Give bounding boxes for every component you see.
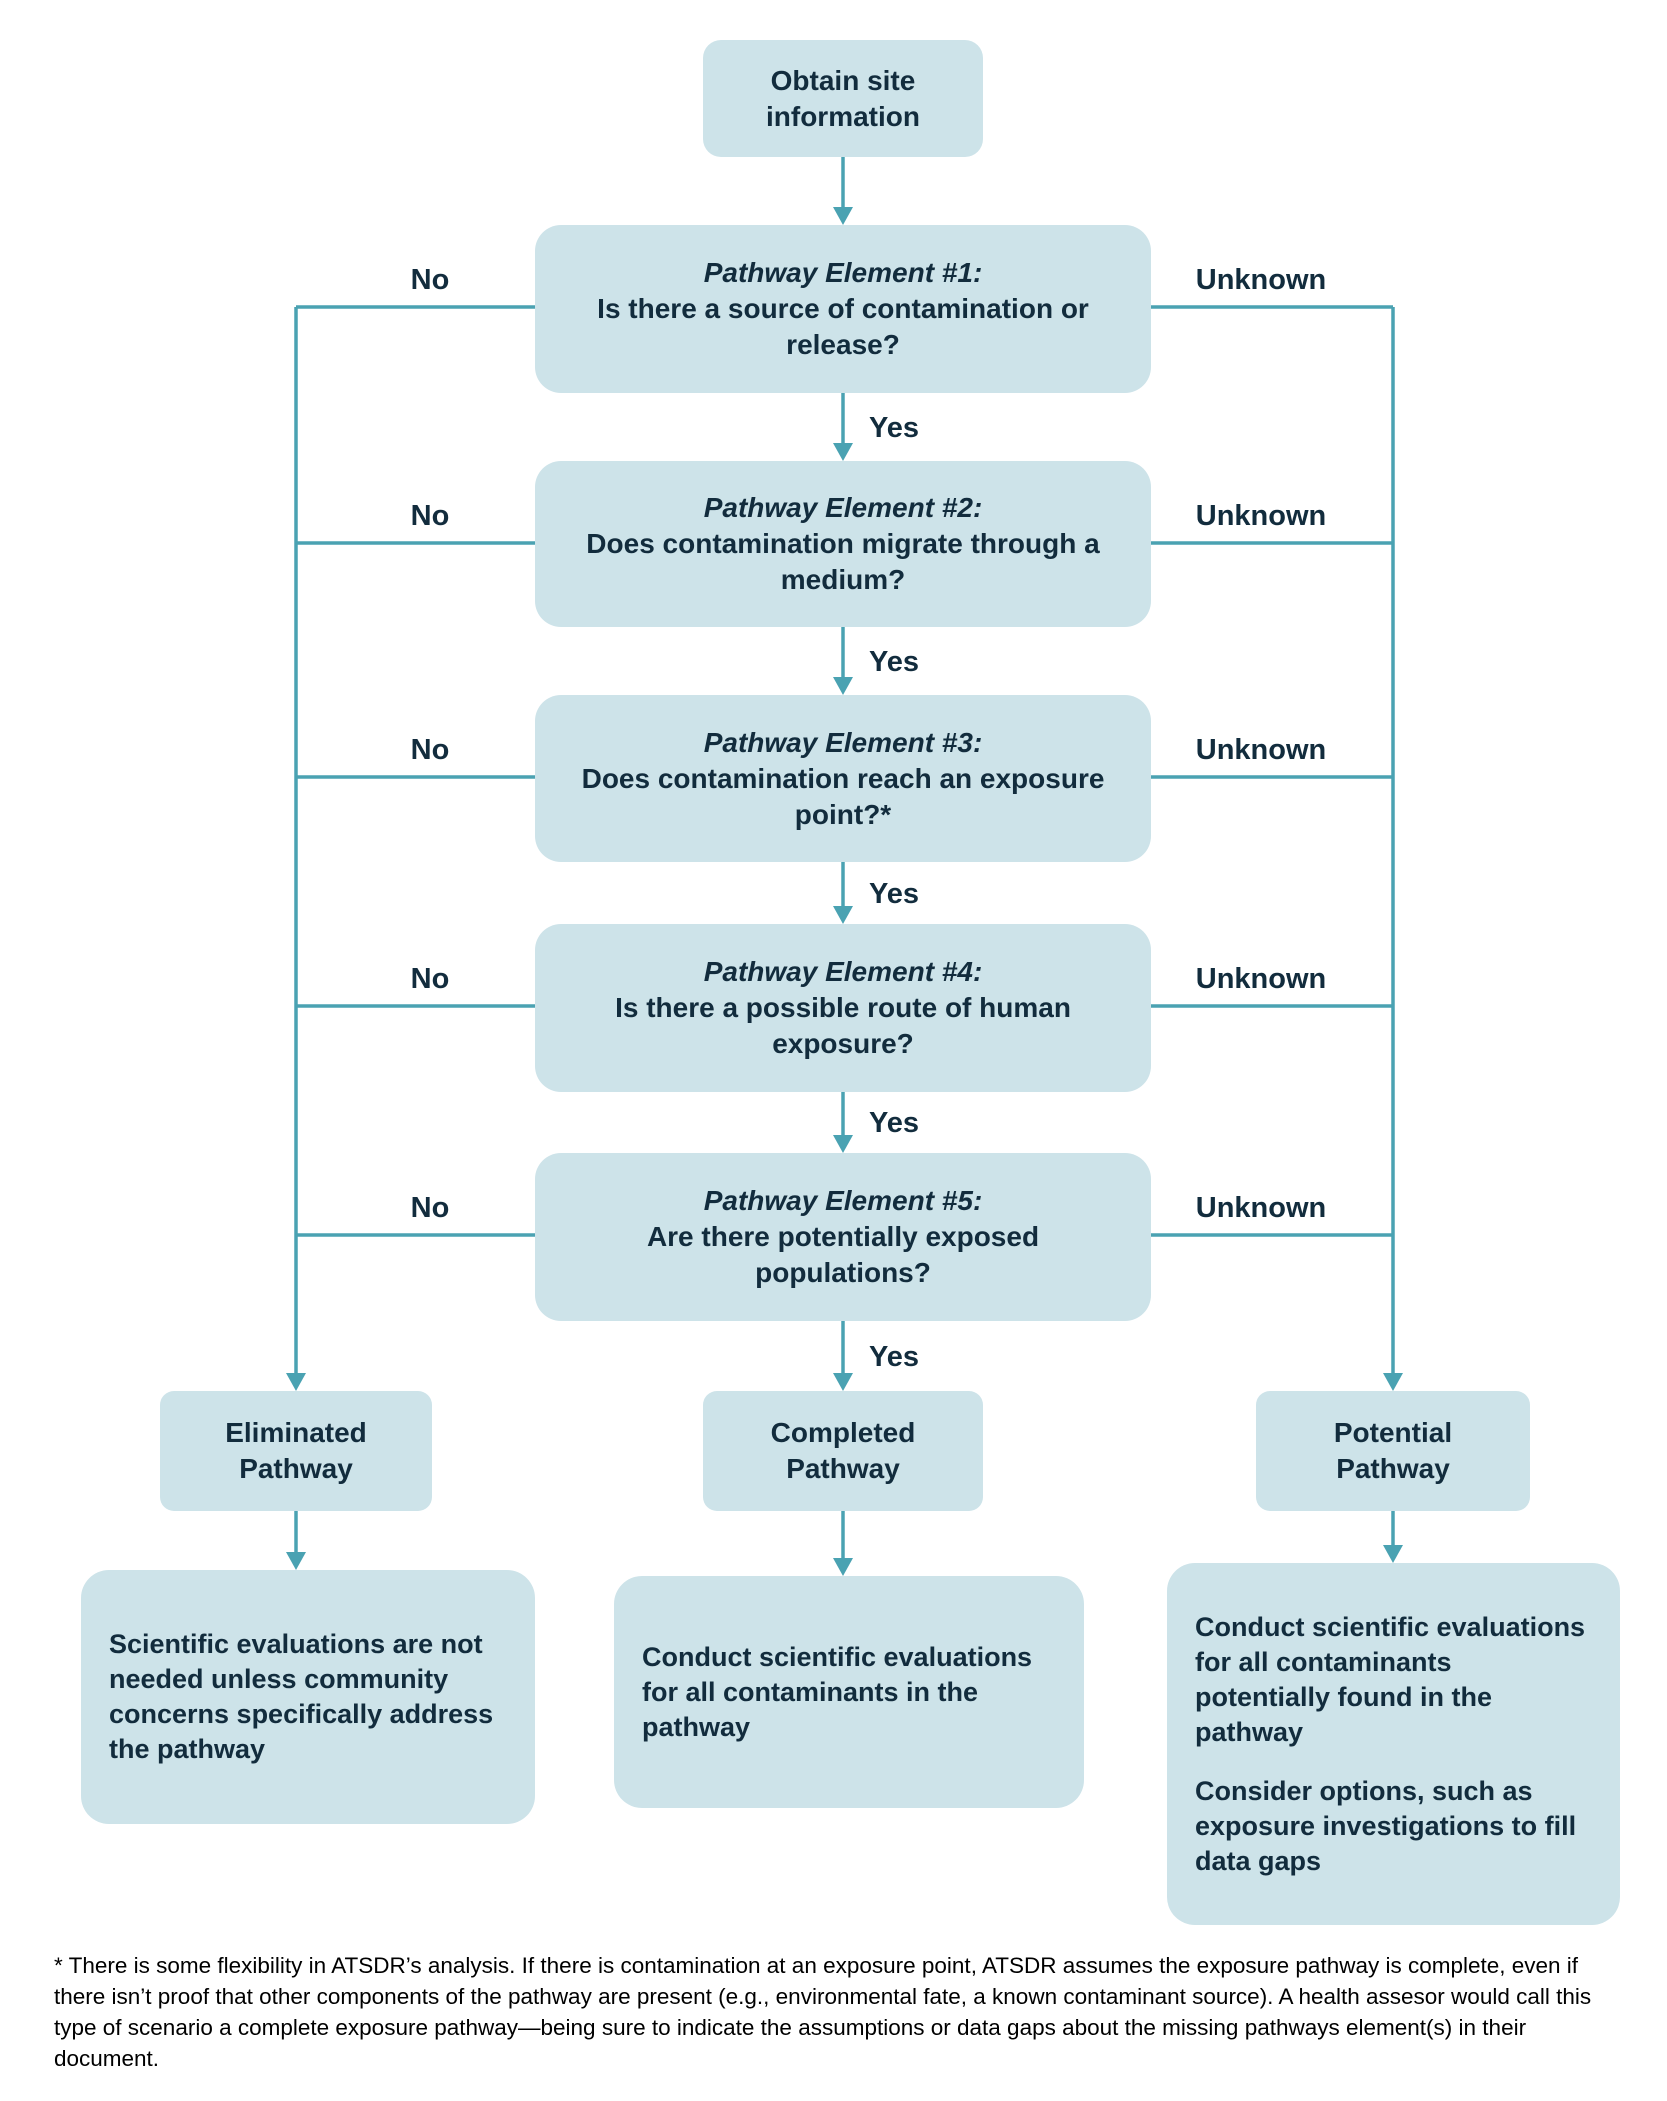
desc-completed-pathway: Conduct scientific evaluations for all c… (614, 1576, 1084, 1808)
edge-label-yes-2: Yes (869, 646, 919, 678)
edge-label-unknown-4: Unknown (1195, 963, 1327, 995)
edge-label-yes-3: Yes (869, 878, 919, 910)
edge-label-unknown-5: Unknown (1195, 1192, 1327, 1224)
edge-label-unknown-2: Unknown (1195, 500, 1327, 532)
element-question: Is there a source of contamination or re… (597, 293, 1089, 360)
edge-label-no-5: No (410, 1192, 450, 1224)
desc-text: Conduct scientific evaluations for all c… (1195, 1611, 1586, 1747)
edge-label-yes-5: Yes (869, 1341, 919, 1373)
start-label: Obtain site information (766, 64, 920, 132)
node-start: Obtain site information (703, 40, 983, 157)
element-question: Does contamination reach an exposure poi… (581, 762, 1105, 830)
edge-label-no-2: No (410, 500, 450, 532)
desc-potential-pathway: Conduct scientific evaluations for all c… (1167, 1563, 1620, 1925)
node-eliminated-pathway: Eliminated Pathway (160, 1391, 432, 1511)
node-pathway-element-4: Pathway Element #4: Is there a possible … (535, 924, 1151, 1092)
edge-label-no-4: No (410, 963, 450, 995)
desc-text: Conduct scientific evaluations for all c… (642, 1641, 1033, 1742)
node-pathway-element-2: Pathway Element #2: Does contamination m… (535, 461, 1151, 627)
element-title: Pathway Element #4: (703, 956, 983, 987)
desc-eliminated-pathway: Scientific evaluations are not needed un… (81, 1570, 535, 1824)
edge-label-yes-1: Yes (869, 412, 919, 444)
element-title: Pathway Element #2: (703, 492, 983, 523)
edge-label-no-1: No (410, 264, 450, 296)
node-pathway-element-5: Pathway Element #5: Are there potentiall… (535, 1153, 1151, 1321)
element-question: Are there potentially exposed population… (646, 1221, 1040, 1288)
edge-label-unknown-3: Unknown (1195, 734, 1327, 766)
node-pathway-element-3: Pathway Element #3: Does contamination r… (535, 695, 1151, 862)
node-completed-pathway: Completed Pathway (703, 1391, 983, 1511)
node-potential-pathway: Potential Pathway (1256, 1391, 1530, 1511)
element-question: Is there a possible route of human expos… (615, 992, 1071, 1059)
desc-text-2: Consider options, such as exposure inves… (1195, 1775, 1577, 1876)
edge-label-unknown-1: Unknown (1195, 264, 1327, 296)
element-title: Pathway Element #1: (703, 257, 983, 288)
element-title: Pathway Element #3: (703, 726, 983, 758)
element-question: Does contamination migrate through a med… (586, 528, 1100, 595)
edge-label-no-3: No (410, 734, 450, 766)
edge-label-yes-4: Yes (869, 1107, 919, 1139)
element-title: Pathway Element #5: (703, 1185, 983, 1216)
footnote: * There is some flexibility in ATSDR’s a… (54, 1953, 1592, 2071)
desc-text: Scientific evaluations are not needed un… (109, 1629, 494, 1764)
node-pathway-element-1: Pathway Element #1: Is there a source of… (535, 225, 1151, 393)
